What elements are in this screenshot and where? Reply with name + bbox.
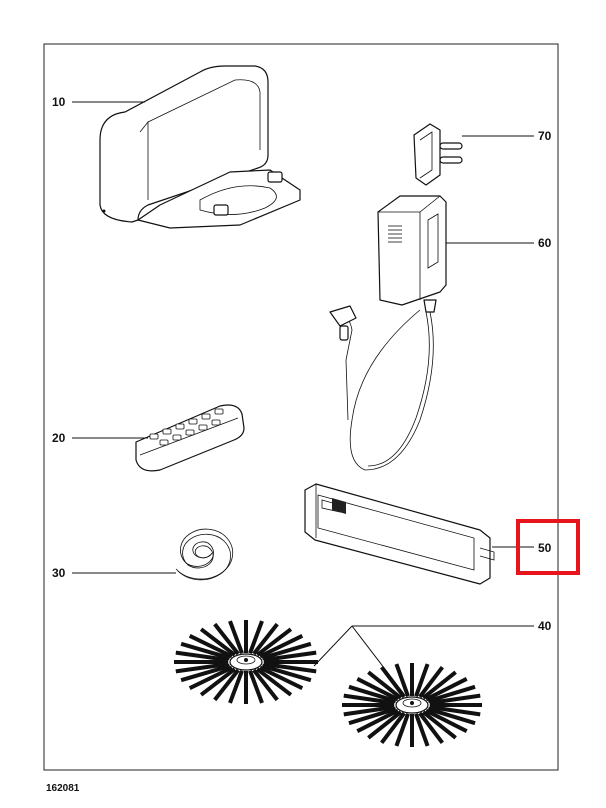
brush-bristle <box>248 670 264 704</box>
brush-bristle <box>261 641 312 661</box>
brush-bristle <box>248 620 264 654</box>
brush-bristle <box>427 684 476 704</box>
callout-30: 30 <box>52 566 66 580</box>
brush-bristle <box>418 711 444 745</box>
brush-bristle <box>367 670 403 700</box>
brush-bristle <box>343 705 395 717</box>
brush-bristle <box>418 665 444 699</box>
brush-bristle <box>394 663 410 697</box>
brush-bristle <box>228 670 244 704</box>
brush-bristle <box>259 634 304 659</box>
brush-bristle <box>414 713 430 747</box>
brush-bristle <box>348 706 397 726</box>
brush-bristle <box>213 622 240 656</box>
brush-bristle <box>356 708 399 733</box>
part-20-remote-control <box>135 404 245 472</box>
callout-10: 10 <box>52 95 66 109</box>
brush-bristle <box>380 711 406 745</box>
part-50-filter-frame <box>304 483 495 585</box>
callout-20: 20 <box>52 431 66 445</box>
brush-bristle <box>421 710 457 740</box>
part-30-coil <box>175 528 234 581</box>
brush-bristle <box>252 622 279 656</box>
brush-bristle <box>188 665 233 690</box>
brush-bristle <box>414 663 430 697</box>
brush-bristle <box>256 627 293 657</box>
part-70-plug-adapter <box>413 123 463 186</box>
brush-bristle <box>188 634 233 659</box>
callout-70: 70 <box>538 129 552 143</box>
callout-40: 40 <box>538 619 552 633</box>
brush-bristle <box>425 677 468 702</box>
brush-bristle <box>394 713 410 747</box>
brush-bristle <box>252 668 279 702</box>
brush-bristle <box>199 667 236 697</box>
brush-bristle <box>263 662 317 674</box>
part-10-docking-station <box>99 65 301 229</box>
brush-bristle <box>228 620 244 654</box>
brush-bristle <box>175 650 229 662</box>
brush-bristle <box>421 670 457 700</box>
brush-bristle <box>263 650 317 662</box>
brush-bristle <box>427 706 476 726</box>
document-number: 162081 <box>46 783 80 794</box>
callout-60: 60 <box>538 236 552 250</box>
brush-bristle <box>429 693 481 705</box>
brush-bristle <box>380 665 406 699</box>
brush-bristle <box>180 641 231 661</box>
brush-bristle <box>356 677 399 702</box>
brush-bristle <box>367 710 403 740</box>
brush-bristle <box>180 663 231 683</box>
part-60-power-supply <box>329 195 447 471</box>
callout-50: 50 <box>538 541 552 555</box>
part-40-side-brush-1 <box>174 620 318 704</box>
part-40-side-brush-2 <box>342 663 482 747</box>
brush-bristle <box>348 684 397 704</box>
highlight-box-50 <box>516 519 580 575</box>
diagram-frame <box>43 43 559 771</box>
brush-bristle <box>256 667 293 697</box>
brush-bristle <box>199 627 236 657</box>
brush-bristle <box>429 705 481 717</box>
brush-bristle <box>213 668 240 702</box>
brush-bristle <box>343 693 395 705</box>
brush-bristle <box>425 708 468 733</box>
brush-bristle <box>259 665 304 690</box>
brush-bristle <box>261 663 312 683</box>
brush-bristle <box>175 662 229 674</box>
